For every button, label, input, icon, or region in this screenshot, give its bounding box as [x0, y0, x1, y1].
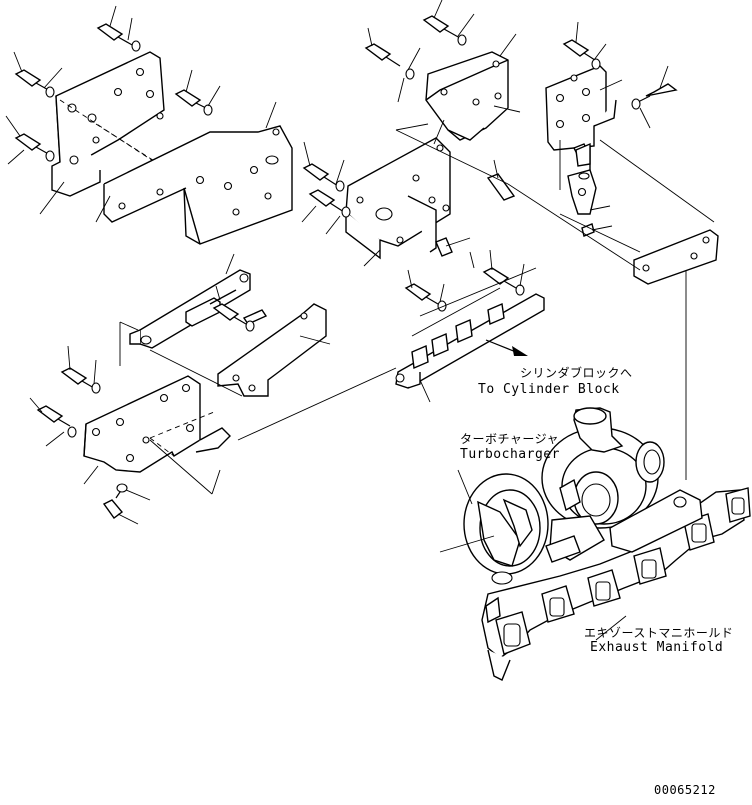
turbocharger-label-en: Turbocharger: [460, 447, 560, 462]
upper-mount-bracket: [425, 51, 509, 141]
turbocharger-label-jp: ターボチャージャ: [460, 432, 560, 446]
turbocharger: [463, 407, 665, 585]
bolt-icon: [302, 15, 678, 213]
relation-lines-middle: [119, 249, 537, 441]
turbo-support-bracket: [345, 137, 516, 260]
heat-shield-bracket-left: [51, 51, 293, 245]
leader-lines-turbo: [439, 469, 627, 641]
bolt-icon: [212, 267, 517, 325]
leader-lines-bottom-left: [29, 345, 221, 525]
washer-icon: [45, 40, 213, 162]
relation-lines-top: [395, 123, 715, 480]
cylinder-block-arrow-icon: [485, 339, 528, 356]
heat-shield-bracket-lower: [83, 375, 231, 473]
mounting-plate-middle: [217, 303, 327, 397]
bracket-plate-right: [545, 65, 617, 151]
spacer-bracket: [129, 269, 251, 349]
washer-icon: [245, 284, 525, 332]
leader-lines-top-left: [5, 5, 277, 223]
drawing-number: 00065212: [654, 783, 716, 797]
washer-icon: [67, 382, 128, 493]
bolt-icon: [14, 23, 211, 157]
exhaust-manifold: [481, 487, 751, 681]
support-rail: [395, 293, 545, 389]
leader-lines-top-middle: [301, 0, 669, 267]
cylinder-block-label-jp: シリンダブロックへ: [520, 366, 633, 380]
cylinder-block-label-en: To Cylinder Block: [478, 382, 620, 397]
support-bar-right: [633, 229, 719, 285]
exhaust-manifold-label-jp: エキゾーストマニホールド: [584, 626, 734, 640]
washer-icon: [335, 34, 641, 218]
bolt-icon: [36, 367, 125, 519]
exhaust-manifold-label-en: Exhaust Manifold: [590, 640, 724, 655]
